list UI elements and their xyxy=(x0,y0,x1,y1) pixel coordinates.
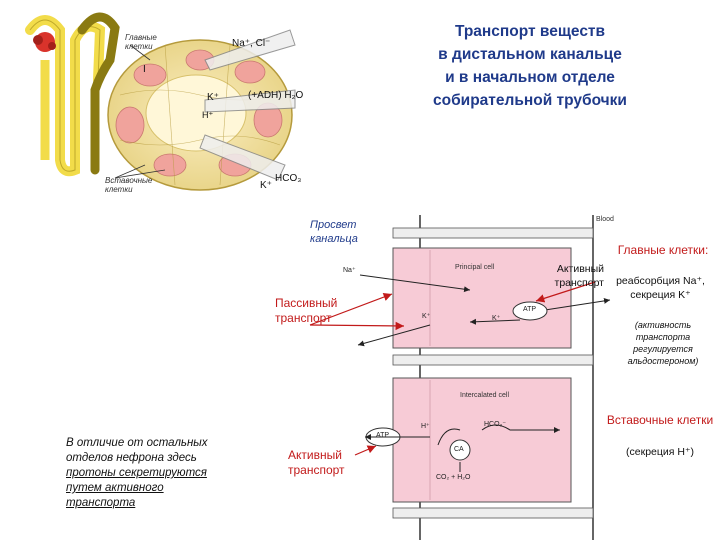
active-transport-bottom-label: Активный транспорт xyxy=(288,448,345,477)
k-ion-right: K⁺ xyxy=(492,315,501,322)
active-transport-top-label: Активный транспорт xyxy=(554,263,604,289)
intercalated-cells-heading: Вставочные клетки xyxy=(606,413,714,427)
principal-note: (активность транспорта регулируется альд… xyxy=(627,320,699,366)
page-title: Транспорт веществ в дистальном канальце … xyxy=(400,20,660,112)
hco3-ion: HCO₃⁻ xyxy=(484,421,507,428)
note-line-3: протоны секретируются xyxy=(66,467,207,479)
note-line-5: транспорта xyxy=(66,497,136,509)
principal-desc-2: секреция K⁺ xyxy=(630,289,691,301)
lumen-label: Просвет канальца xyxy=(310,219,358,245)
title-line-1: Транспорт веществ xyxy=(454,23,606,40)
k-ion-left: K⁺ xyxy=(422,313,431,320)
co2-h2o-label: CO₂ + H₂O xyxy=(436,474,471,481)
title-line-4: собирательной трубочки xyxy=(433,92,627,109)
principal-cells-heading: Главные клетки: xyxy=(617,243,709,257)
note-line-4: путем активного xyxy=(66,482,164,494)
ca-label: CA xyxy=(454,446,464,453)
intercalated-cell-label: Intercalated cell xyxy=(460,392,510,399)
principal-cells-label: Главные клетки xyxy=(125,33,157,51)
cell-diagram xyxy=(309,215,611,540)
blood-label: Blood xyxy=(596,216,614,223)
nephron-sketch xyxy=(25,12,120,177)
principal-desc-1: реабсорбция Na⁺, xyxy=(616,275,705,287)
ion-adh-water: (+ADH) H₂O xyxy=(248,90,304,101)
title-line-2: в дистальном канальце xyxy=(438,46,622,63)
ion-hco3: HCO₃ xyxy=(275,173,302,184)
atp-label-top: ATP xyxy=(523,306,537,313)
note-line-2: отделов нефрона здесь xyxy=(66,452,197,464)
intercalated-cell xyxy=(392,377,572,503)
marker-i: I xyxy=(143,64,146,75)
note-line-1: В отличие от остальных xyxy=(66,437,208,449)
h-ion: H⁺ xyxy=(421,423,430,430)
principal-cell-label: Principal cell xyxy=(455,264,495,271)
ion-k: K⁺ xyxy=(207,92,219,103)
na-ion: Na⁺ xyxy=(343,267,356,274)
intercalated-cells-label: Вставочные клетки xyxy=(105,176,153,194)
intercalated-desc: (секреция H⁺) xyxy=(626,446,694,458)
passive-transport-label: Пассивный транспорт xyxy=(275,296,338,325)
note-text: В отличие от остальных отделов нефрона з… xyxy=(66,436,266,511)
carbonic-anhydrase xyxy=(449,439,471,461)
title-line-3: и в начальном отделе xyxy=(445,69,615,86)
ion-h: H⁺ xyxy=(202,110,214,120)
atp-pump-principal xyxy=(512,301,548,321)
atp-label-bottom: ATP xyxy=(376,432,390,439)
tubule-cross-section xyxy=(107,29,296,191)
ion-na-cl: Na⁺, Cl⁻ xyxy=(232,38,271,49)
ion-k-bottom: K⁺ xyxy=(260,180,272,191)
